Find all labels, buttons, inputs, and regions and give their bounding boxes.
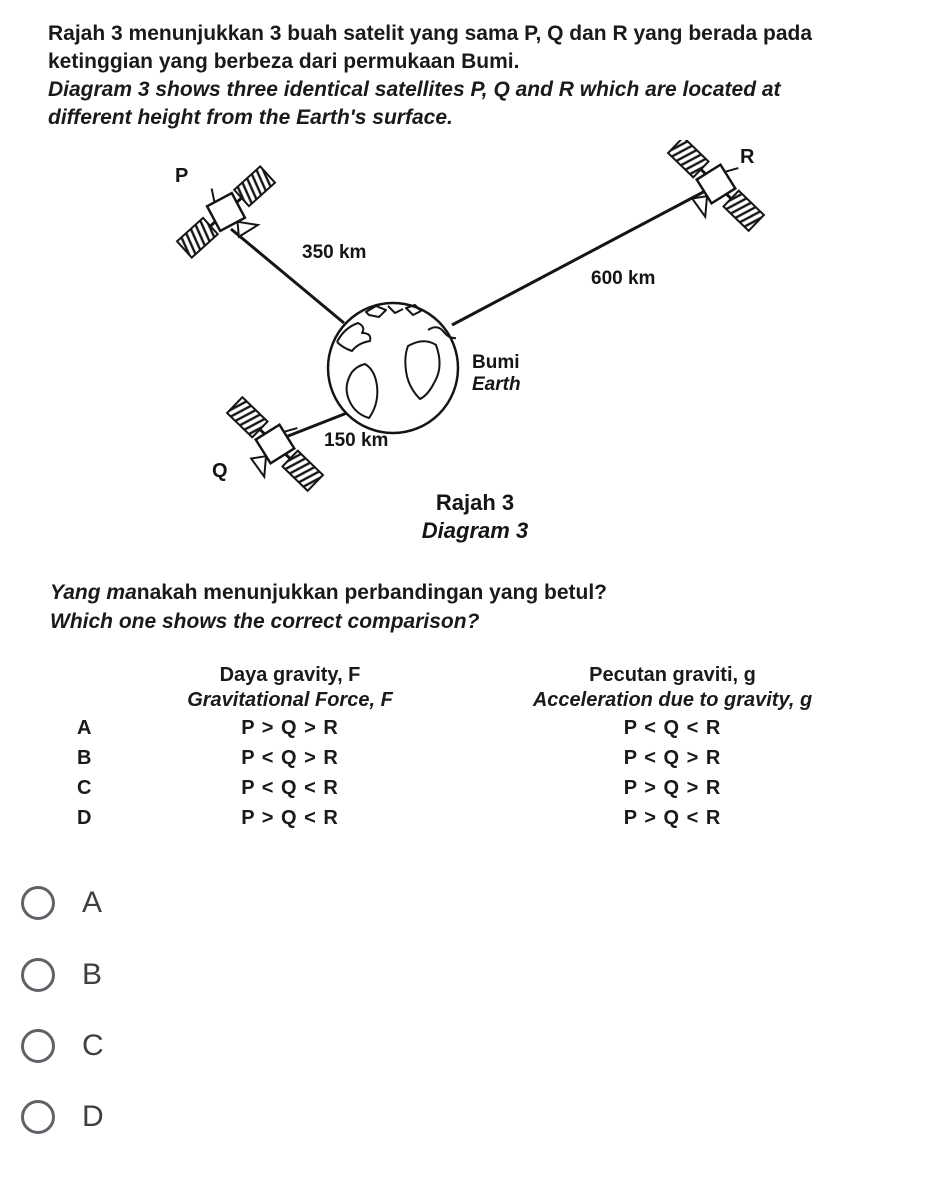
diagram-figure: P R Q 350 km 600 km 150 km Bumi Earth Ra…: [164, 140, 777, 543]
question-intro-malay-line1: Rajah 3 menunjukkan 3 buah satelit yang …: [48, 22, 813, 45]
force-column-header-english: Gravitational Force, F: [187, 689, 393, 711]
table-row-c-letter: C: [77, 777, 92, 799]
satellite-label-r: R: [740, 146, 755, 168]
distance-label-q: 150 km: [324, 430, 388, 451]
option-d-row[interactable]: D: [21, 1100, 104, 1134]
satellite-label-q: Q: [212, 460, 228, 482]
satellite-label-p: P: [175, 165, 188, 187]
question-prompt: Yang manakah menunjukkan perbandingan ya…: [50, 578, 810, 636]
option-c-radio[interactable]: [21, 1029, 55, 1063]
option-d-label[interactable]: D: [82, 1100, 104, 1133]
option-b-row[interactable]: B: [21, 958, 102, 992]
option-c-label[interactable]: C: [82, 1029, 104, 1062]
table-row-a-acceleration: P < Q < R: [623, 717, 722, 739]
force-column-header-malay: Daya gravity, F: [219, 664, 361, 686]
option-a-label[interactable]: A: [82, 886, 103, 919]
option-b-label[interactable]: B: [82, 958, 103, 991]
question-intro-english-line2: different height from the Earth's surfac…: [48, 106, 453, 129]
distance-label-p: 350 km: [302, 242, 366, 263]
earth-label-english: Earth: [472, 374, 521, 395]
question-intro: Rajah 3 menunjukkan 3 buah satelit yang …: [48, 20, 918, 132]
satellite-r-icon: [652, 140, 777, 247]
option-c-row[interactable]: C: [21, 1029, 104, 1063]
table-row-c-force: P < Q < R: [241, 777, 339, 799]
figure-caption-english: Diagram 3: [422, 518, 528, 543]
satellite-q-icon: [211, 384, 336, 507]
question-intro-malay-line2: ketinggian yang berbeza dari permukaan B…: [48, 50, 520, 73]
option-b-radio[interactable]: [21, 958, 55, 992]
option-a-radio[interactable]: [21, 886, 55, 920]
table-row-b-force: P < Q > R: [241, 747, 339, 769]
comparison-table: Daya gravity, F Pecutan graviti, g Gravi…: [77, 663, 895, 833]
option-a-row[interactable]: A: [21, 886, 102, 920]
table-row-d-acceleration: P > Q < R: [623, 807, 722, 829]
earth-icon: [326, 301, 460, 435]
question-intro-english-line1: Diagram 3 shows three identical satellit…: [48, 78, 781, 101]
distance-line-p: [230, 227, 345, 325]
table-row-d-letter: D: [77, 807, 92, 829]
table-row-a-letter: A: [77, 717, 92, 739]
option-d-radio[interactable]: [21, 1100, 55, 1134]
earth-label-malay: Bumi: [472, 352, 520, 373]
accel-column-header-english: Acceleration due to gravity, g: [532, 689, 813, 711]
distance-line-r: [451, 187, 710, 327]
table-row-b-acceleration: P < Q > R: [623, 747, 722, 769]
earth-continents: [336, 304, 457, 419]
question-prompt-english: Which one shows the correct comparison?: [50, 610, 480, 633]
question-prompt-malay: Yang manakah menunjukkan perbandingan ya…: [50, 581, 607, 604]
figure-caption-malay: Rajah 3: [436, 490, 514, 515]
table-row-c-acceleration: P > Q > R: [623, 777, 722, 799]
table-row-d-force: P > Q < R: [241, 807, 339, 829]
distance-label-r: 600 km: [591, 268, 655, 289]
distance-line-q: [282, 409, 353, 440]
table-row-a-force: P > Q > R: [241, 717, 339, 739]
table-row-b-letter: B: [77, 747, 92, 769]
accel-column-header-malay: Pecutan graviti, g: [589, 664, 756, 686]
